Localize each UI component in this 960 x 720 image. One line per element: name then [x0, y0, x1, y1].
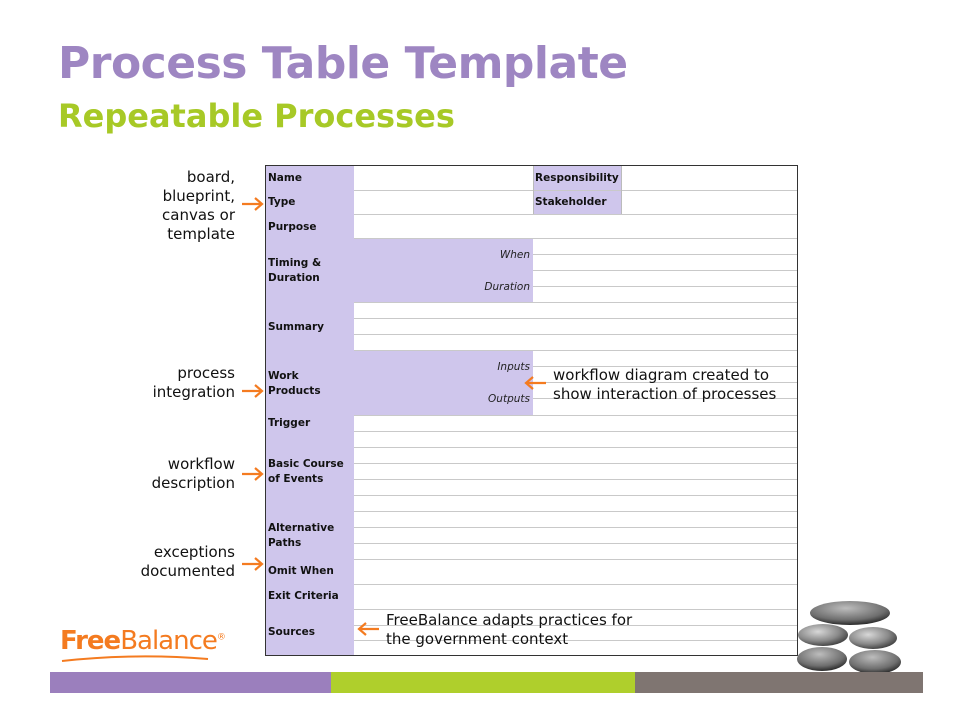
sub-label-when: When [499, 249, 530, 261]
row-label-basic-course: Basic Course of Events [268, 458, 344, 485]
row-label-alternative-paths: Alternative Paths [268, 522, 335, 549]
arrow-left-icon [357, 622, 379, 636]
side-label-exceptions: exceptions documented [140, 543, 235, 580]
row-label-stakeholder: Stakeholder [535, 196, 607, 208]
logo-swoosh-icon [61, 655, 209, 662]
process-table: Name Type Responsibility Stakeholder Pur… [265, 165, 798, 656]
row-label-exit-criteria: Exit Criteria [268, 590, 339, 602]
page-subtitle: Repeatable Processes [58, 97, 455, 135]
label-column [266, 166, 354, 655]
footer-bar-gray [635, 672, 923, 693]
row-label-timing: Timing & Duration [268, 257, 322, 284]
sub-label-inputs: Inputs [497, 361, 530, 373]
stones-icon [797, 601, 901, 674]
workflow-note: workflow diagram created to show interac… [553, 366, 777, 403]
logo-balance: Balance [120, 626, 218, 656]
logo-registered: ® [216, 632, 226, 643]
timing-cell [354, 239, 533, 303]
page-title: Process Table Template [58, 38, 628, 89]
freebalance-note: FreeBalance adapts practices for the gov… [386, 611, 633, 648]
row-label-type: Type [268, 196, 296, 208]
sub-label-outputs: Outputs [488, 393, 530, 405]
arrow-right-icon [242, 197, 264, 211]
row-label-summary: Summary [268, 321, 325, 333]
footer-bar-green [331, 672, 635, 693]
logo-free: Free [60, 626, 121, 656]
work-products-cell [354, 351, 533, 415]
footer-bar-purple [50, 672, 331, 693]
row-label-omit-when: Omit When [268, 565, 334, 577]
freebalance-logo: FreeBalance® [60, 626, 226, 656]
arrow-right-icon [242, 384, 264, 398]
row-label-work-products: Work Products [268, 370, 321, 397]
side-label-integration: process integration [152, 364, 235, 401]
side-label-template: board, blueprint, canvas or template [162, 168, 235, 243]
sub-label-duration: Duration [484, 281, 530, 293]
row-label-sources: Sources [268, 626, 316, 638]
row-label-purpose: Purpose [268, 221, 317, 233]
row-label-responsibility: Responsibility [535, 172, 619, 184]
side-label-workflow: workflow description [151, 455, 235, 492]
arrow-left-icon [524, 376, 546, 390]
arrow-right-icon [242, 557, 264, 571]
arrow-right-icon [242, 467, 264, 481]
row-label-trigger: Trigger [268, 417, 311, 429]
row-label-name: Name [268, 172, 302, 184]
